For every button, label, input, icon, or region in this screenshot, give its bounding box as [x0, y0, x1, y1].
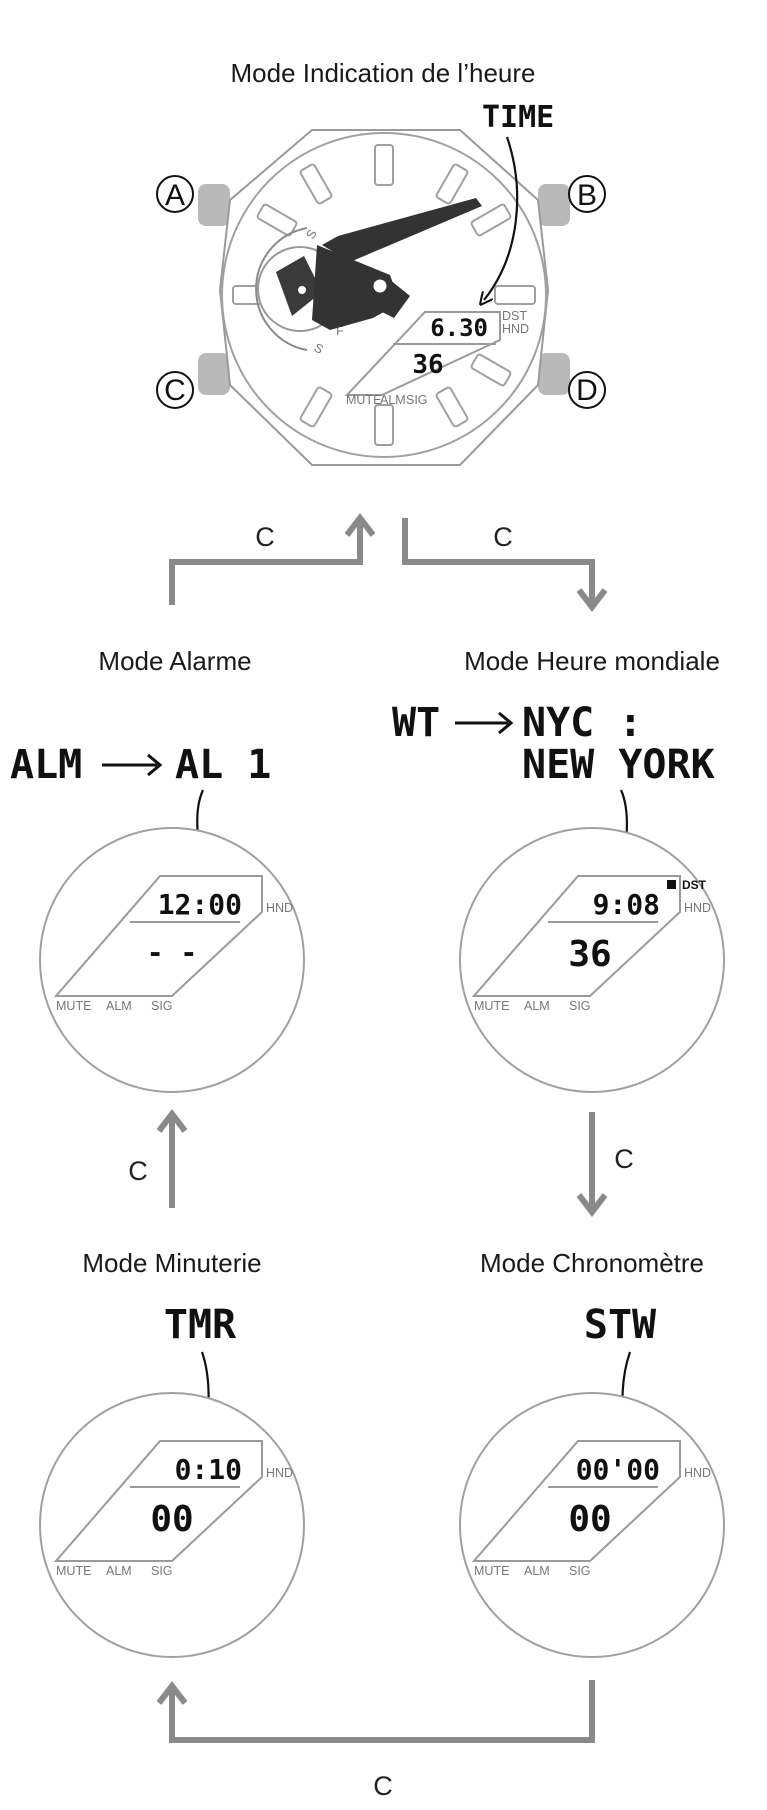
timer-alm-label: ALM — [106, 1564, 132, 1578]
svg-text:B: B — [577, 179, 597, 212]
main-hands — [312, 198, 482, 330]
worldtime-hnd-indicator: HND — [684, 901, 711, 915]
stopwatch-lower-display: 00 — [568, 1499, 611, 1540]
timer-mute-label: MUTE — [56, 1564, 91, 1578]
alarm-sig-label: SIG — [151, 999, 173, 1013]
main-hnd-indicator: HND — [502, 322, 529, 336]
alarm-lower-display: - - — [147, 936, 198, 969]
timekeeping-code: TIME — [482, 100, 554, 135]
svg-text:D: D — [576, 374, 598, 407]
worldtime-code: WT NYC : NEW YORK — [392, 700, 715, 788]
timer-hnd-indicator: HND — [266, 1466, 293, 1480]
timer-dial: 0:10 00 HND MUTE ALM SIG — [39, 1392, 305, 1658]
worldtime-lower-display: 36 — [568, 934, 611, 975]
subdial-letter-2: F — [336, 324, 344, 338]
arrow-alarm-to-time — [169, 522, 363, 605]
timer-upper-display: 0:10 — [175, 1453, 242, 1486]
worldtime-dst-marker — [667, 880, 676, 889]
button-a-pusher[interactable] — [198, 184, 230, 226]
main-lower-display: 36 — [412, 350, 443, 380]
flow-arrows — [156, 513, 608, 1743]
main-watch: S F S 6.30 36 DST HND MUTE ALM — [156, 129, 606, 466]
button-c-pusher[interactable] — [198, 353, 230, 395]
stopwatch-upper-display: 00'00 — [576, 1453, 660, 1486]
timer-lower-display: 00 — [150, 1499, 193, 1540]
worldtime-dst-indicator: DST — [682, 878, 707, 892]
svg-text:AL 1: AL 1 — [175, 742, 271, 788]
button-b-pusher[interactable] — [538, 184, 570, 226]
worldtime-mode-title: Mode Heure mondiale — [464, 646, 720, 676]
main-alm-label: ALM — [380, 393, 406, 407]
stopwatch-alm-label: ALM — [524, 1564, 550, 1578]
alarm-alm-label: ALM — [106, 999, 132, 1013]
main-mute-label: MUTE — [346, 393, 381, 407]
c-label-right: C — [614, 1144, 634, 1174]
stopwatch-hnd-indicator: HND — [684, 1466, 711, 1480]
button-d-label: D — [568, 371, 606, 409]
worldtime-upper-display: 9:08 — [593, 888, 660, 921]
alarm-mode-title: Mode Alarme — [98, 646, 251, 676]
timer-code: TMR — [164, 1302, 237, 1348]
button-a-label: A — [156, 175, 194, 213]
timer-sig-label: SIG — [151, 1564, 173, 1578]
time-pointer-arrow — [484, 136, 519, 300]
c-label-left: C — [128, 1156, 148, 1186]
worldtime-dial: 9:08 36 DST HND MUTE ALM SIG — [459, 827, 725, 1093]
svg-text:NEW YORK: NEW YORK — [522, 742, 715, 788]
main-lcd-window: 6.30 36 DST HND MUTE ALM SIG — [344, 309, 529, 407]
stopwatch-sig-label: SIG — [569, 1564, 591, 1578]
stopwatch-mode-title: Mode Chronomètre — [480, 1248, 704, 1278]
arrow-time-to-worldtime — [402, 518, 595, 603]
svg-text:NYC :: NYC : — [522, 700, 642, 746]
svg-text:A: A — [165, 179, 185, 212]
main-upper-display: 6.30 — [430, 314, 488, 342]
c-label-top-left: C — [255, 522, 275, 552]
stopwatch-dial: 00'00 00 HND MUTE ALM SIG — [459, 1392, 725, 1658]
alarm-hnd-indicator: HND — [266, 901, 293, 915]
worldtime-sig-label: SIG — [569, 999, 591, 1013]
svg-text:ALM: ALM — [10, 742, 82, 788]
worldtime-mute-label: MUTE — [474, 999, 509, 1013]
button-c-label: C — [156, 371, 194, 409]
timer-mode-title: Mode Minuterie — [82, 1248, 261, 1278]
main-dst-indicator: DST — [502, 309, 527, 323]
svg-text:WT: WT — [392, 700, 440, 746]
stopwatch-code: STW — [584, 1302, 657, 1348]
stopwatch-mute-label: MUTE — [474, 1564, 509, 1578]
worldtime-alm-label: ALM — [524, 999, 550, 1013]
c-label-bottom: C — [373, 1771, 393, 1801]
button-b-label: B — [568, 175, 606, 213]
timekeeping-mode-title: Mode Indication de l’heure — [231, 58, 536, 88]
alarm-dial: 12:00 - - HND MUTE ALM SIG — [39, 827, 305, 1093]
button-d-pusher[interactable] — [538, 353, 570, 395]
main-sig-label: SIG — [406, 393, 428, 407]
alarm-mute-label: MUTE — [56, 999, 91, 1013]
alarm-code: ALM AL 1 — [10, 742, 271, 788]
c-label-top-right: C — [493, 522, 513, 552]
alarm-upper-display: 12:00 — [158, 888, 242, 921]
svg-text:C: C — [164, 374, 186, 407]
arrow-stopwatch-to-timer — [169, 1680, 595, 1743]
